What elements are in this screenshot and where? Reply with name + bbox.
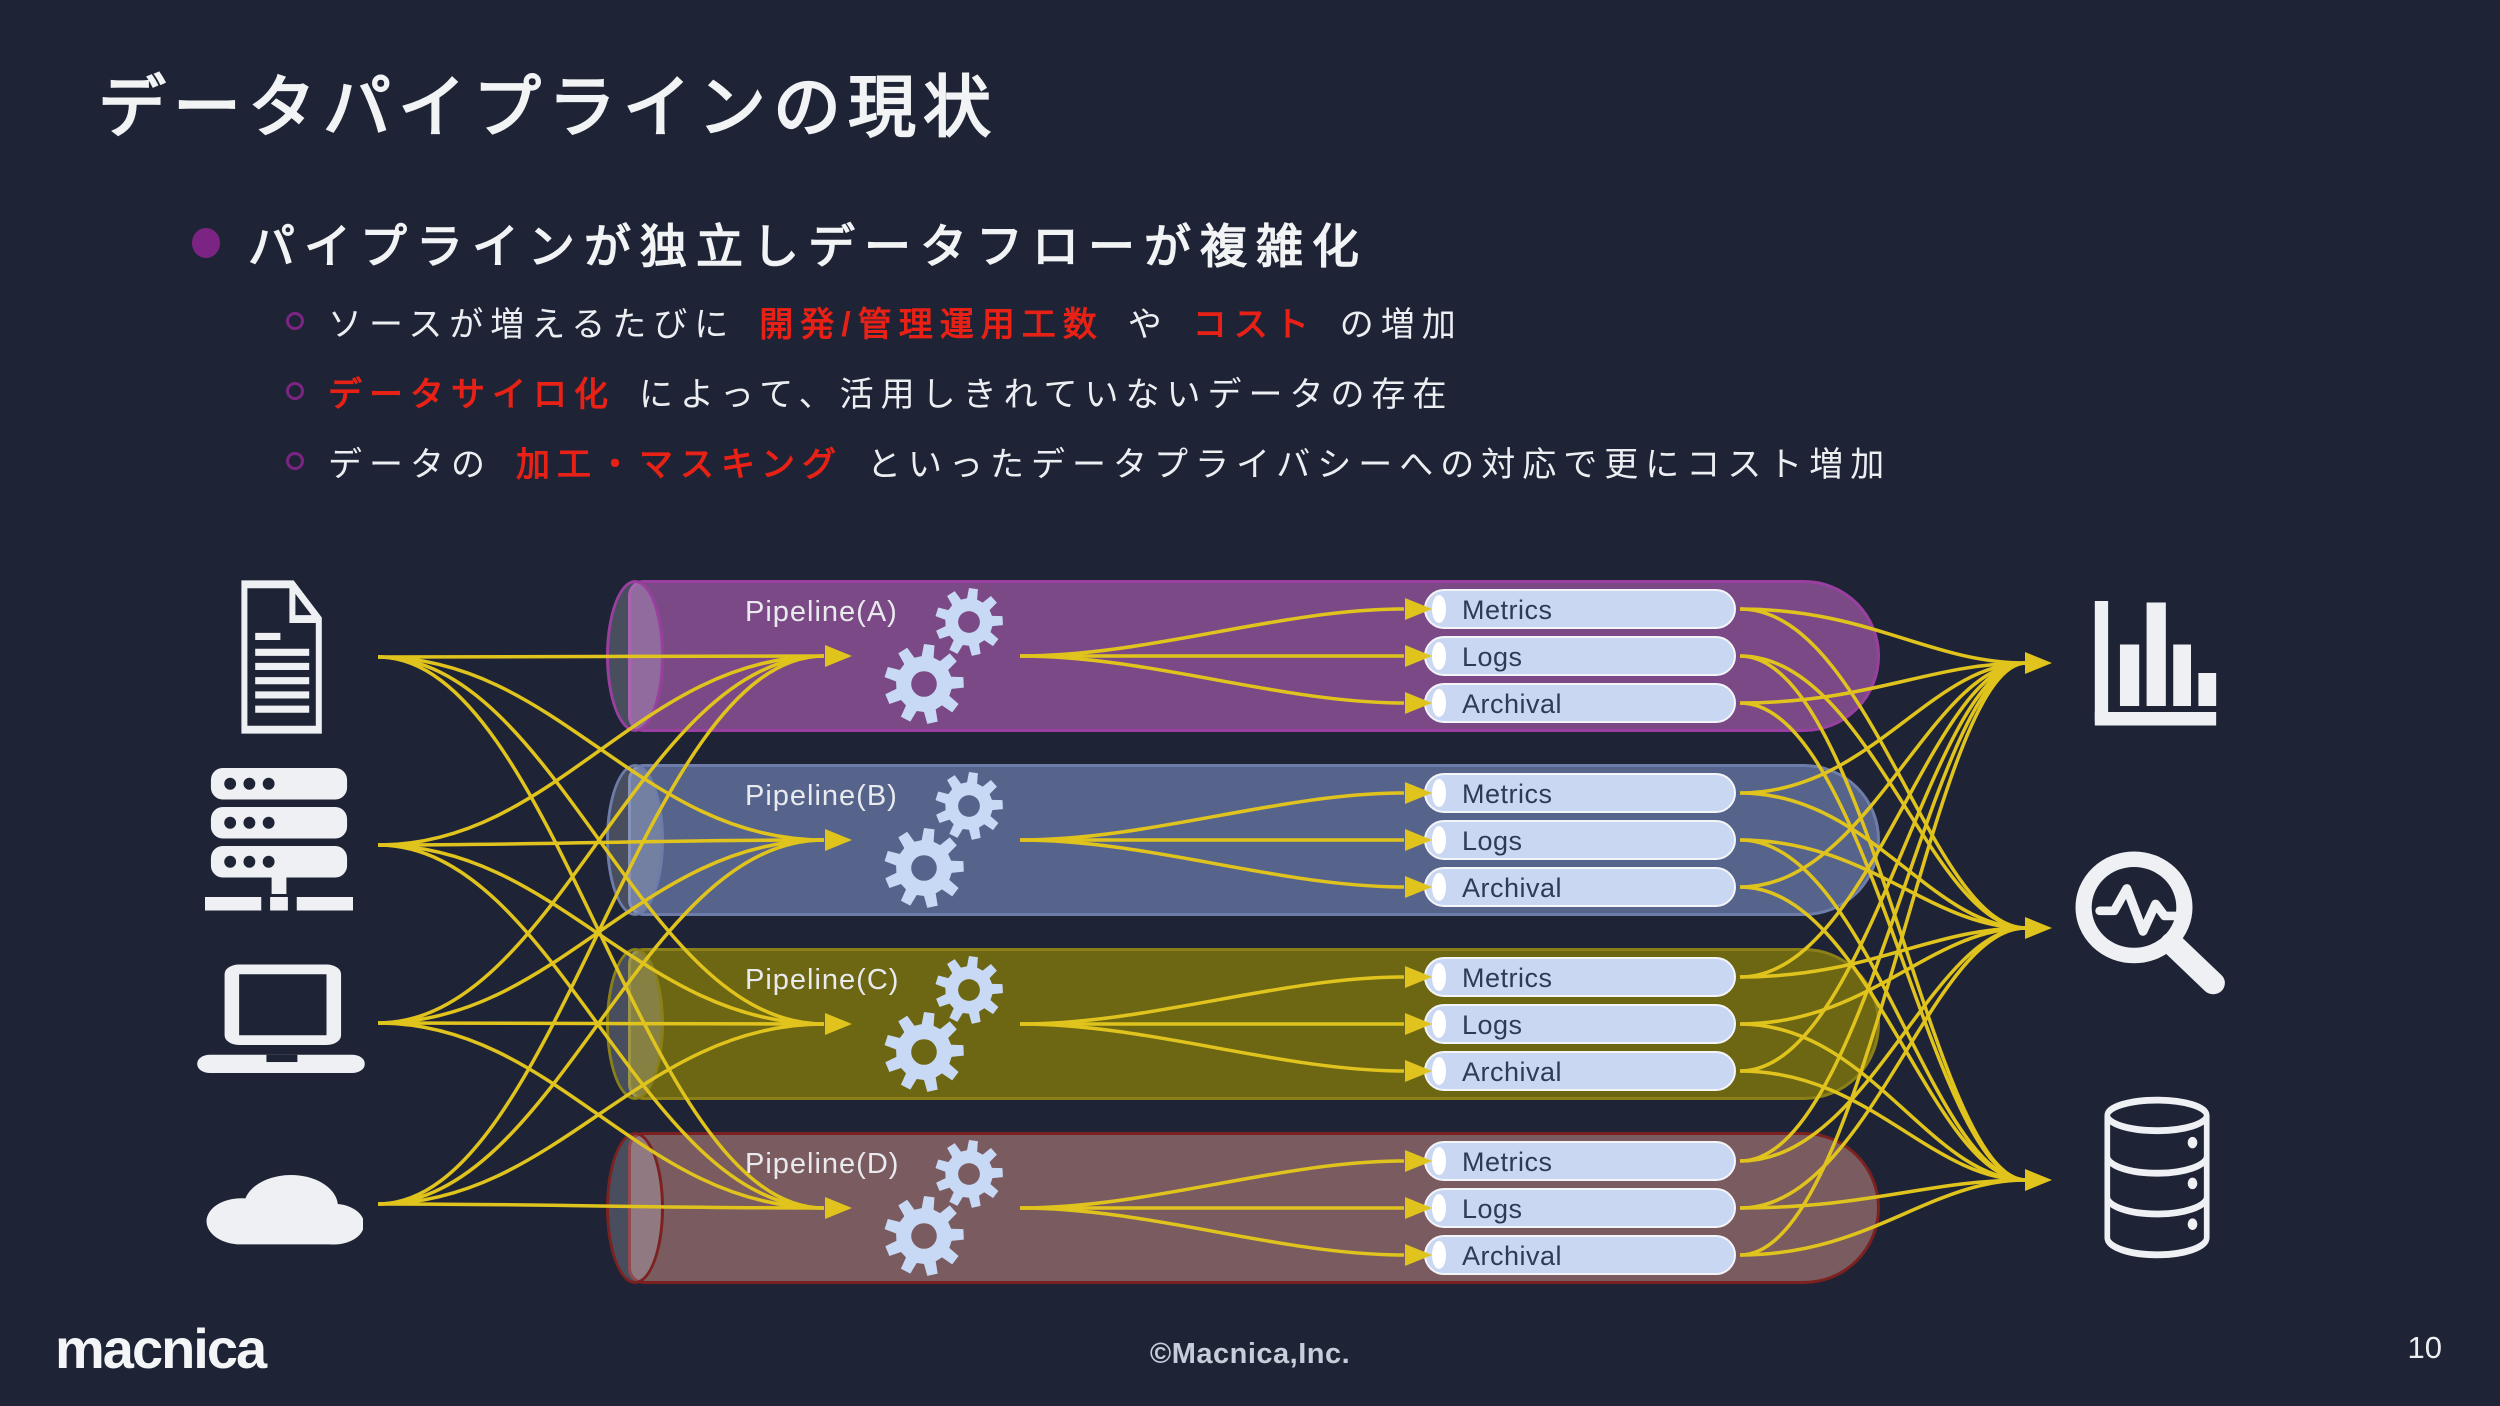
- output-pill: Logs: [1424, 636, 1736, 676]
- main-bullet: パイプラインが独立しデータフローが複雑化: [192, 208, 1368, 277]
- output-pill: Metrics: [1424, 589, 1736, 629]
- output-pill: Archival: [1424, 683, 1736, 723]
- output-pill: Archival: [1424, 1051, 1736, 1091]
- highlighted-text: データサイロ化: [328, 375, 615, 414]
- document-icon: [218, 578, 338, 736]
- main-bullet-text: パイプラインが独立しデータフローが複雑化: [248, 220, 1368, 273]
- output-pill: Archival: [1424, 1235, 1736, 1275]
- output-pill: Metrics: [1424, 773, 1736, 813]
- sub-bullet-text: といったデータプライバシーへの対応で更にコスト増加: [866, 445, 1892, 484]
- sub-bullet-text: によって、活用しきれていないデータの存在: [639, 375, 1454, 414]
- output-label: Logs: [1462, 1194, 1523, 1224]
- pipeline-label: Pipeline(A): [745, 596, 898, 628]
- output-label: Archival: [1462, 1057, 1563, 1087]
- output-pill: Logs: [1424, 820, 1736, 860]
- sub-bullet-text: の増加: [1339, 305, 1463, 344]
- macnica-logo: macnica: [55, 1317, 267, 1380]
- output-pill: Logs: [1424, 1004, 1736, 1044]
- output-label: Logs: [1462, 642, 1523, 672]
- highlighted-text: コスト: [1192, 305, 1316, 344]
- gears-icon: [884, 1140, 1003, 1276]
- page-number: 10: [2407, 1330, 2442, 1365]
- highlighted-text: 加工・マスキング: [516, 445, 843, 484]
- pipeline-cap: [606, 948, 664, 1100]
- output-pill: Metrics: [1424, 957, 1736, 997]
- bar-chart-icon: [2080, 592, 2228, 742]
- sub-bullet-text: データの: [328, 445, 492, 484]
- pipeline-cap: [606, 1132, 664, 1284]
- output-label: Metrics: [1462, 779, 1553, 809]
- sub-bullet: データサイロ化によって、活用しきれていないデータの存在: [286, 366, 1454, 416]
- database-icon: [2086, 1095, 2228, 1265]
- cloud-icon: [195, 1148, 363, 1260]
- output-label: Archival: [1462, 873, 1563, 903]
- gears-icon: [884, 956, 1003, 1092]
- sub-bullet: データの加工・マスキングといったデータプライバシーへの対応で更にコスト増加: [286, 436, 1891, 486]
- output-pill: Logs: [1424, 1188, 1736, 1228]
- output-label: Metrics: [1462, 595, 1553, 625]
- page-title: データパイプラインの現状: [98, 70, 999, 146]
- output-label: Logs: [1462, 1010, 1523, 1040]
- gears-icon: [884, 772, 1003, 908]
- output-pill: Archival: [1424, 867, 1736, 907]
- laptop-icon: [190, 962, 372, 1084]
- circle-bullet-icon: [286, 452, 304, 470]
- sub-bullet: ソースが増えるたびに開発/管理運用工数やコストの増加: [286, 296, 1463, 346]
- pipeline-cap: [606, 580, 664, 732]
- output-label: Logs: [1462, 826, 1523, 856]
- search-pulse-icon: [2062, 842, 2242, 1014]
- output-label: Metrics: [1462, 1147, 1553, 1177]
- sub-bullet-text: や: [1127, 305, 1169, 344]
- pipeline-cap: [606, 764, 664, 916]
- output-label: Archival: [1462, 1241, 1563, 1271]
- highlighted-text: 開発/管理運用工数: [759, 305, 1104, 344]
- sub-bullet-text: ソースが増えるたびに: [328, 305, 736, 344]
- output-label: Archival: [1462, 689, 1563, 719]
- output-pill: Metrics: [1424, 1141, 1736, 1181]
- circle-bullet-icon: [286, 312, 304, 330]
- output-label: Metrics: [1462, 963, 1553, 993]
- gears-icon: [884, 588, 1003, 724]
- copyright-text: ©Macnica,Inc.: [1149, 1338, 1351, 1370]
- server-icon: [205, 765, 353, 915]
- circle-bullet-icon: [286, 382, 304, 400]
- bullet-dot-icon: [192, 227, 220, 258]
